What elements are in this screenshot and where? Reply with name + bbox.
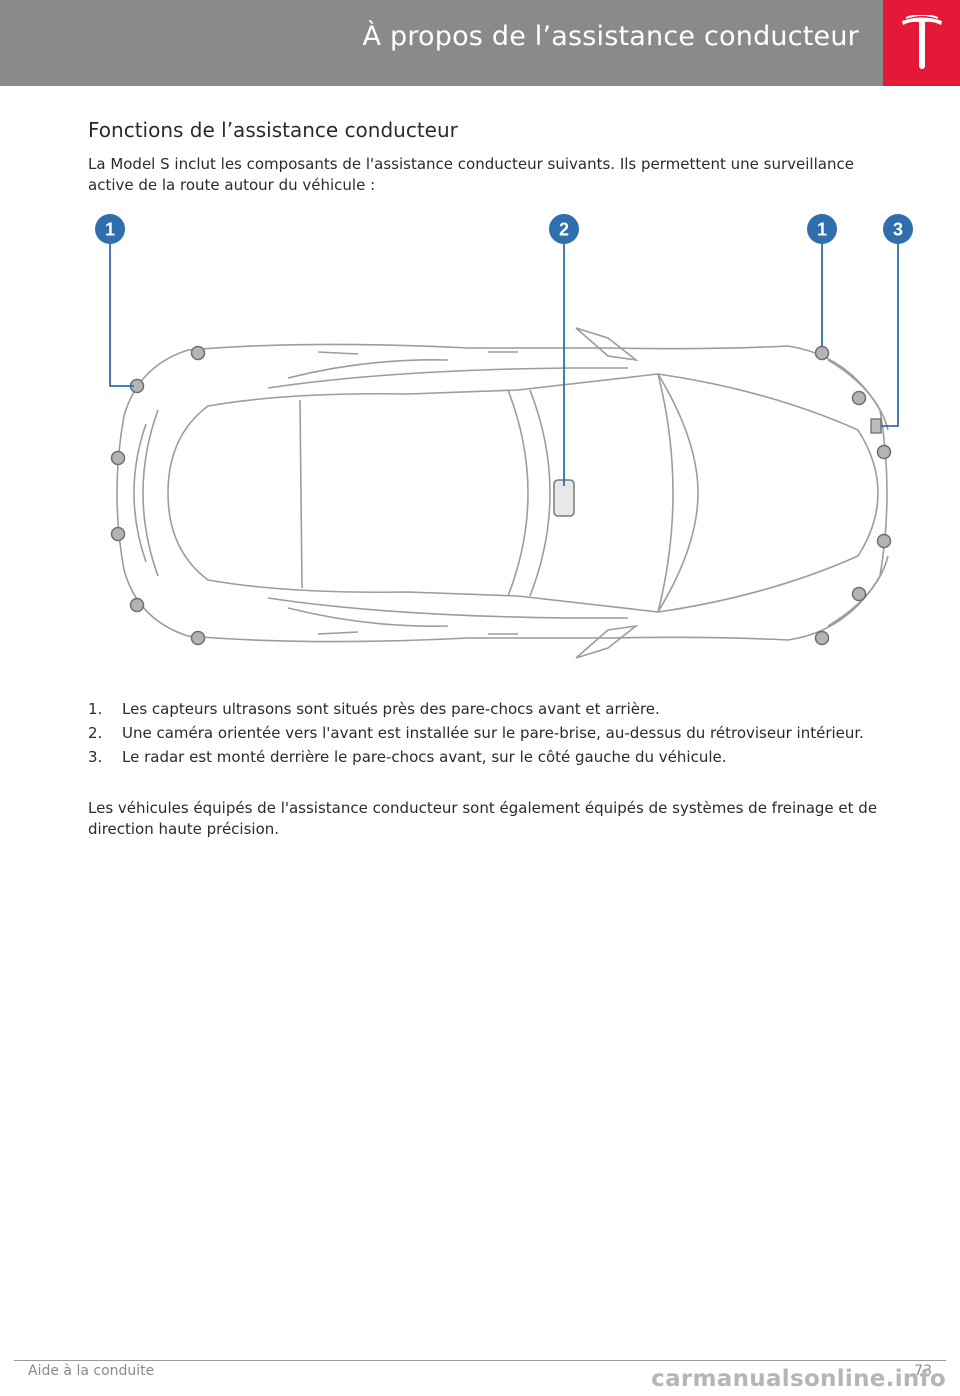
callout-badge-1-rear: 1 [95, 214, 125, 244]
car-sensor-diagram: 1 2 1 3 [88, 210, 928, 672]
intro-paragraph: La Model S inclut les composants de l'as… [88, 154, 888, 196]
watermark: carmanualsonline.info [651, 1366, 946, 1392]
svg-text:3: 3 [893, 220, 903, 240]
front-radar [871, 419, 881, 433]
sensor-dot [192, 347, 205, 360]
list-item: 3. Le radar est monté derrière le pare-c… [88, 747, 878, 767]
callout-badge-3: 3 [883, 214, 913, 244]
tesla-logo-icon [900, 15, 944, 69]
section-title: Fonctions de l’assistance conducteur [88, 118, 458, 142]
callout-line-1-rear [110, 244, 134, 386]
sensor-dot [112, 528, 125, 541]
sensor-dot [816, 347, 829, 360]
list-item: 2. Une caméra orientée vers l'avant est … [88, 723, 878, 743]
sensor-dot [878, 446, 891, 459]
sensor-dot [816, 632, 829, 645]
header-bar: À propos de l’assistance conducteur [0, 0, 883, 86]
sensor-dot [853, 588, 866, 601]
callout-badge-1-front: 1 [807, 214, 837, 244]
svg-text:2: 2 [559, 220, 569, 240]
outro-paragraph: Les véhicules équipés de l'assistance co… [88, 798, 928, 840]
sensor-dot [131, 599, 144, 612]
list-item: 1. Les capteurs ultrasons sont situés pr… [88, 699, 878, 719]
svg-text:1: 1 [817, 220, 827, 240]
logo-box [883, 0, 960, 86]
component-list: 1. Les capteurs ultrasons sont situés pr… [88, 699, 878, 771]
svg-text:1: 1 [105, 220, 115, 240]
page-title: À propos de l’assistance conducteur [363, 21, 859, 52]
sensor-dot [192, 632, 205, 645]
sensor-dot [878, 535, 891, 548]
callout-badge-2: 2 [549, 214, 579, 244]
footer-section-name: Aide à la conduite [28, 1363, 154, 1379]
sensor-dot [112, 452, 125, 465]
callout-line-3 [881, 244, 898, 426]
sensor-dot [853, 392, 866, 405]
car-outline [117, 328, 888, 658]
footer-divider [14, 1360, 946, 1361]
